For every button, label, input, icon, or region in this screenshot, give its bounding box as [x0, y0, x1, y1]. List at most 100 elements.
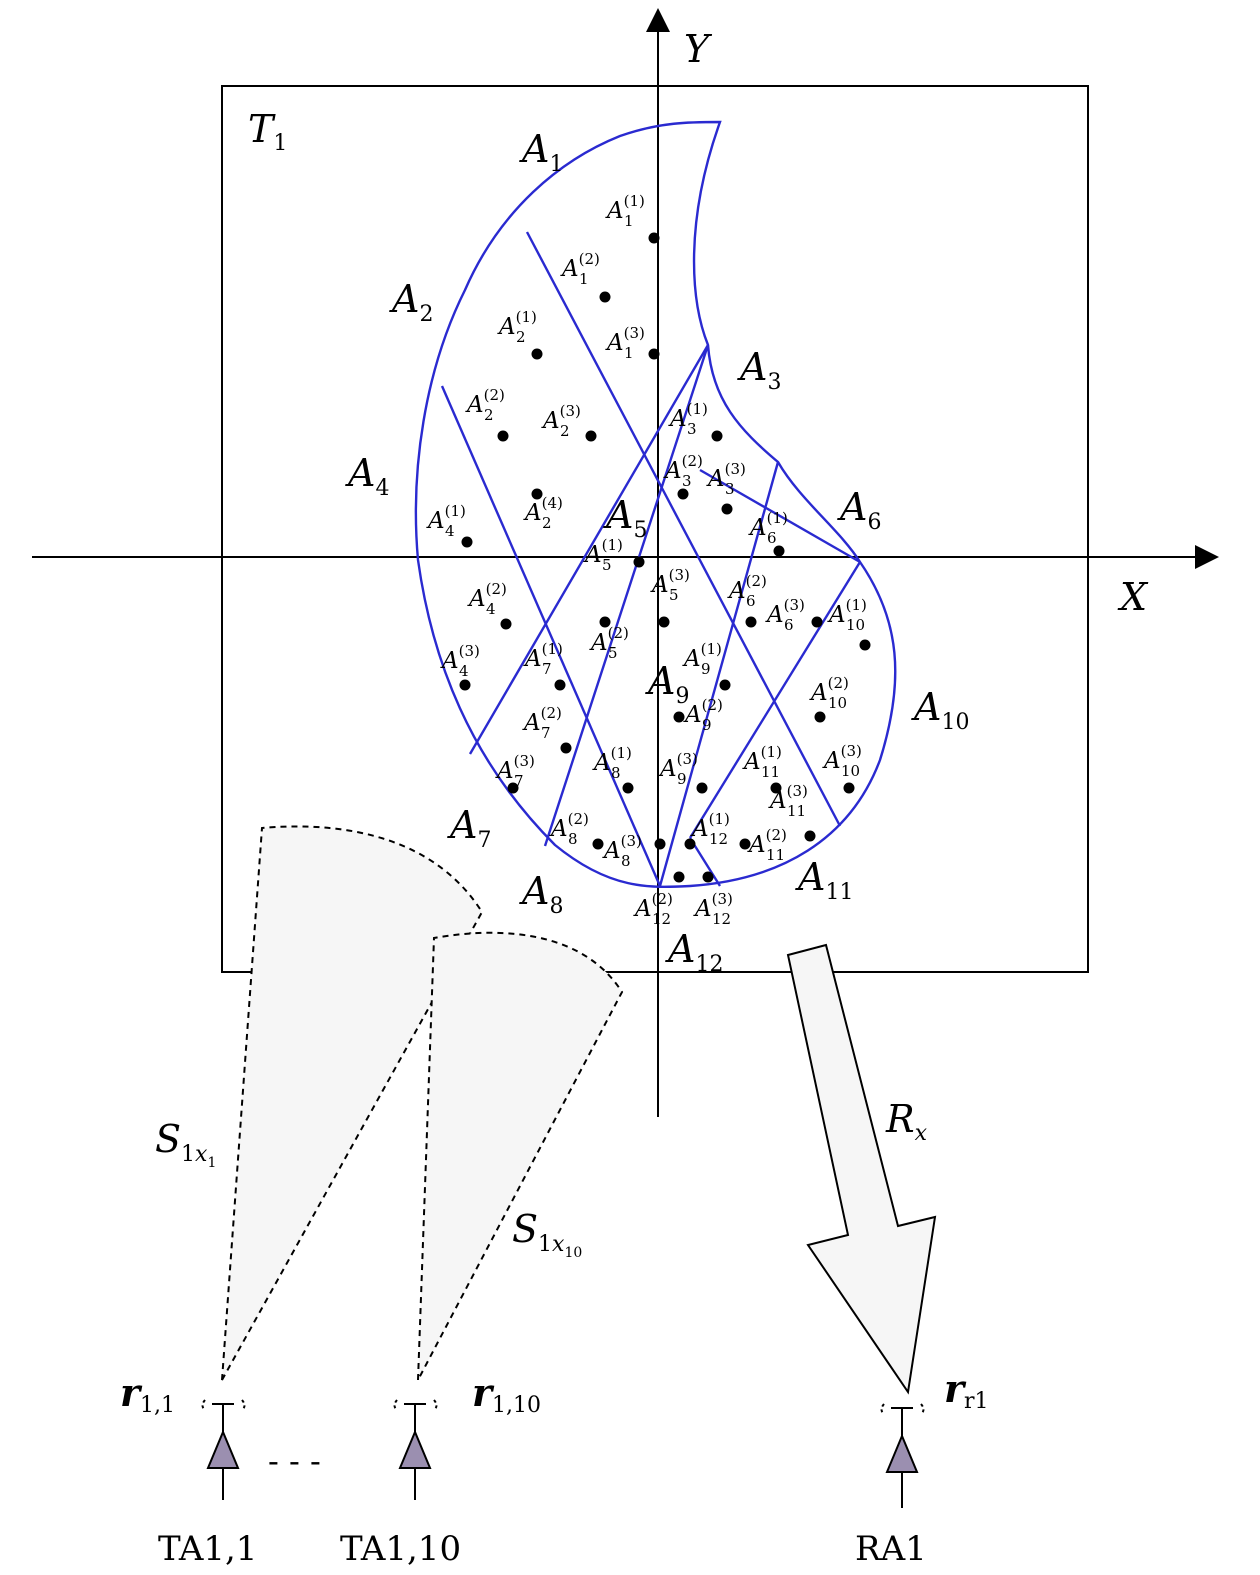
- sample-point-a7-1: [554, 679, 566, 691]
- region-label-a4: A4: [345, 451, 389, 501]
- sample-point-a3-1: [711, 430, 723, 442]
- y-axis-label: Y: [684, 27, 713, 71]
- antenna-position-label-ra1: rr1: [944, 1366, 989, 1414]
- sample-point-a6-3: [811, 616, 823, 628]
- sample-point-a4-1: [461, 536, 473, 548]
- antenna-ra1: [880, 1403, 925, 1508]
- sample-point-a4-3: [459, 679, 471, 691]
- sample-point-a1-3: [648, 348, 660, 360]
- point-label-a11-1: A(1)11: [742, 743, 782, 781]
- antenna-name-ra1: RA1: [855, 1529, 927, 1569]
- antenna-triangle: [398, 1429, 432, 1469]
- point-label-a3-1: A(1)3: [668, 400, 708, 438]
- sample-point-a5-1: [633, 556, 645, 568]
- antenna-name-ta11: TA1,1: [158, 1529, 257, 1569]
- beam-label-1: S1x1: [155, 1117, 216, 1171]
- point-label-a6-2: A(2)6: [727, 572, 767, 610]
- point-label-a6-3: A(3)6: [765, 596, 805, 634]
- point-label-a8-3: A(3)8: [602, 832, 642, 870]
- sample-point-a10-3: [843, 782, 855, 794]
- sample-point-a7-2: [560, 742, 572, 754]
- region-label-a11: A11: [795, 855, 853, 905]
- point-label-a1-3: A(3)1: [605, 324, 645, 362]
- sample-point-a11-3: [804, 830, 816, 842]
- sample-point-a4-2: [500, 618, 512, 630]
- region-label-a7: A7: [447, 803, 491, 853]
- point-label-a5-1: A(1)5: [583, 536, 623, 574]
- sample-point-a2-4: [531, 488, 543, 500]
- point-label-a3-3: A(3)3: [706, 460, 746, 498]
- point-labels: A(1)1A(2)1A(3)1 A(1)2A(2)2 A(3)2A(4)2 A(1)3…: [426, 192, 867, 928]
- sample-point-a12-2: [673, 871, 685, 883]
- point-label-a3-2: A(2)3: [663, 452, 703, 490]
- sample-points: [459, 232, 871, 883]
- beam-label-10: S1x10: [512, 1207, 582, 1261]
- sample-point-a12-3: [702, 871, 714, 883]
- sample-point-a9-2: [673, 711, 685, 723]
- region-label-a12: A12: [665, 927, 723, 977]
- sample-point-a9-1: [719, 679, 731, 691]
- beam-sector-1: [221, 825, 484, 1381]
- point-label-a5-3: A(3)5: [650, 566, 690, 604]
- region-label-a2: A2: [389, 277, 433, 327]
- sample-point-a1-1: [648, 232, 660, 244]
- point-label-a9-1: A(1)9: [682, 640, 722, 678]
- point-label-a2-3: A(3)2: [541, 402, 581, 440]
- sample-point-a5-2: [599, 616, 611, 628]
- flame-region: [414, 120, 897, 889]
- flame-outline: [414, 120, 897, 889]
- point-label-a1-2: A(2)1: [560, 250, 600, 288]
- region-label-a9: A9: [645, 659, 689, 709]
- sample-point-a8-3: [654, 838, 666, 850]
- sample-point-a11-1: [770, 782, 782, 794]
- region-label-a10: A10: [911, 685, 969, 735]
- point-label-a11-2: A(2)11: [747, 826, 787, 864]
- sample-point-a9-3: [696, 782, 708, 794]
- beam-sector-10: [417, 931, 624, 1381]
- point-label-a2-1: A(1)2: [497, 308, 537, 346]
- sample-point-a11-2: [739, 838, 751, 850]
- sample-point-a6-2: [745, 616, 757, 628]
- antenna-ellipsis: - - -: [268, 1442, 321, 1480]
- point-label-a1-1: A(1)1: [605, 192, 645, 230]
- region-label-a5: A5: [603, 493, 647, 543]
- point-label-a10-2: A(2)10: [809, 674, 849, 712]
- point-label-a11-3: A(3)11: [768, 782, 808, 820]
- x-axis-label: X: [1117, 575, 1149, 619]
- cell-dividers: [440, 231, 862, 887]
- sample-point-a2-3: [585, 430, 597, 442]
- point-label-a12-2: A(2)12: [633, 890, 673, 928]
- sample-point-a3-3: [721, 503, 733, 515]
- receive-arrow-label: Rx: [885, 1097, 928, 1146]
- target-label: T1: [248, 107, 287, 156]
- point-label-a10-1: A(1)10: [827, 596, 867, 634]
- point-label-a10-3: A(3)10: [822, 742, 862, 780]
- point-label-a4-1: A(1)4: [426, 502, 466, 540]
- point-label-a7-2: A(2)7: [522, 704, 562, 742]
- point-label-a4-2: A(2)4: [467, 580, 507, 618]
- point-label-a6-1: A(1)6: [748, 509, 788, 547]
- region-label-a3: A3: [737, 345, 781, 395]
- region-label-a1: A1: [519, 127, 563, 177]
- antenna-position-label-ta110: r1,10: [472, 1370, 541, 1418]
- sample-point-a2-1: [531, 348, 543, 360]
- sample-point-a1-2: [599, 291, 611, 303]
- antenna-position-label-ta11: r1,1: [120, 1370, 175, 1418]
- beam-sectors: [221, 825, 624, 1381]
- point-label-a2-2: A(2)2: [465, 386, 505, 424]
- sample-point-a8-1: [622, 782, 634, 794]
- point-label-a12-1: A(1)12: [690, 810, 730, 848]
- antenna-triangle: [885, 1433, 919, 1473]
- sample-point-a10-2: [814, 711, 826, 723]
- sample-point-a3-2: [677, 488, 689, 500]
- antenna-ta110: [393, 1399, 438, 1500]
- antenna-triangle: [206, 1429, 240, 1469]
- sample-point-a5-3: [658, 616, 670, 628]
- point-label-a2-4: A(4)2: [523, 494, 563, 532]
- point-label-a9-2: A(2)9: [683, 696, 723, 734]
- sample-point-a10-1: [859, 639, 871, 651]
- target-frame: [221, 85, 1089, 973]
- point-label-a8-2: A(2)8: [549, 810, 589, 848]
- point-label-a9-3: A(3)9: [658, 750, 698, 788]
